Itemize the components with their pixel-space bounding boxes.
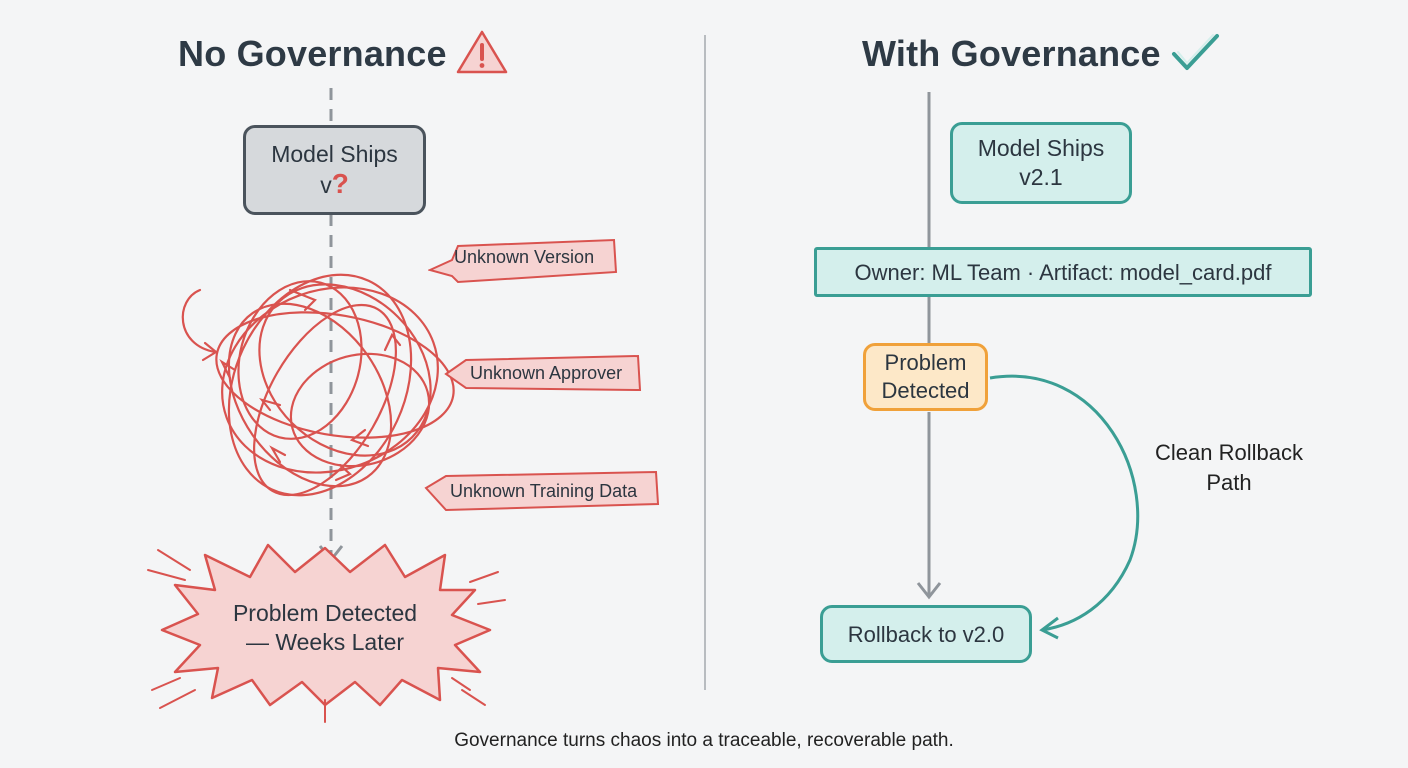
metadata-bar-label: Owner: ML Team · Artifact: model_card.pd… <box>854 259 1272 285</box>
left-model-ships-box: Model Ships v? <box>243 125 426 215</box>
explosion-burst <box>147 543 506 723</box>
right-model-version: v2.1 <box>1019 164 1063 190</box>
left-title-text: No Governance <box>178 33 447 75</box>
checkmark-icon <box>1169 28 1223 85</box>
left-model-version-line: v? <box>320 169 349 200</box>
clean-rollback-label: Clean Rollback Path <box>1140 438 1318 498</box>
tag-unknown-approver-label: Unknown Approver <box>470 362 623 383</box>
left-model-version-prefix: v <box>320 172 332 198</box>
right-model-ships-box: Model Ships v2.1 <box>950 122 1132 204</box>
warning-icon <box>455 28 509 85</box>
problem-detected-line-1: Problem <box>884 350 967 375</box>
tag-unknown-version-label: Unknown Version <box>454 246 595 267</box>
question-mark-icon: ? <box>331 168 349 199</box>
burst-problem-detected: Problem Detected — Weeks Later <box>205 595 445 661</box>
rollback-box: Rollback to v2.0 <box>820 605 1032 663</box>
tag-unknown-training-data-label: Unknown Training Data <box>450 480 638 501</box>
burst-line-1: Problem Detected <box>232 600 418 626</box>
right-arrow-head <box>916 582 942 600</box>
problem-detected-line-2: Detected <box>881 378 970 403</box>
left-title: No Governance <box>178 28 509 85</box>
clean-rollback-line-1: Clean Rollback <box>1155 440 1303 465</box>
rollback-box-label: Rollback to v2.0 <box>847 621 1005 647</box>
tag-unknown-training-data: Unknown Training Data <box>424 470 660 512</box>
right-model-ships-label: Model Ships <box>977 135 1105 161</box>
tag-unknown-version: Unknown Version <box>428 238 618 284</box>
chaos-scribble <box>181 273 455 497</box>
left-model-ships-label: Model Ships <box>271 141 398 167</box>
clean-rollback-line-2: Path <box>1206 470 1252 495</box>
right-title: With Governance <box>862 28 1223 85</box>
rollback-arrow-head <box>1039 616 1059 640</box>
right-title-text: With Governance <box>862 33 1161 75</box>
burst-line-2: — Weeks Later <box>245 629 405 655</box>
rollback-curve <box>989 374 1140 632</box>
problem-detected-box: Problem Detected <box>863 343 988 411</box>
footer-caption: Governance turns chaos into a traceable,… <box>454 730 954 751</box>
metadata-bar: Owner: ML Team · Artifact: model_card.pd… <box>814 247 1312 297</box>
tag-unknown-approver: Unknown Approver <box>444 352 642 394</box>
